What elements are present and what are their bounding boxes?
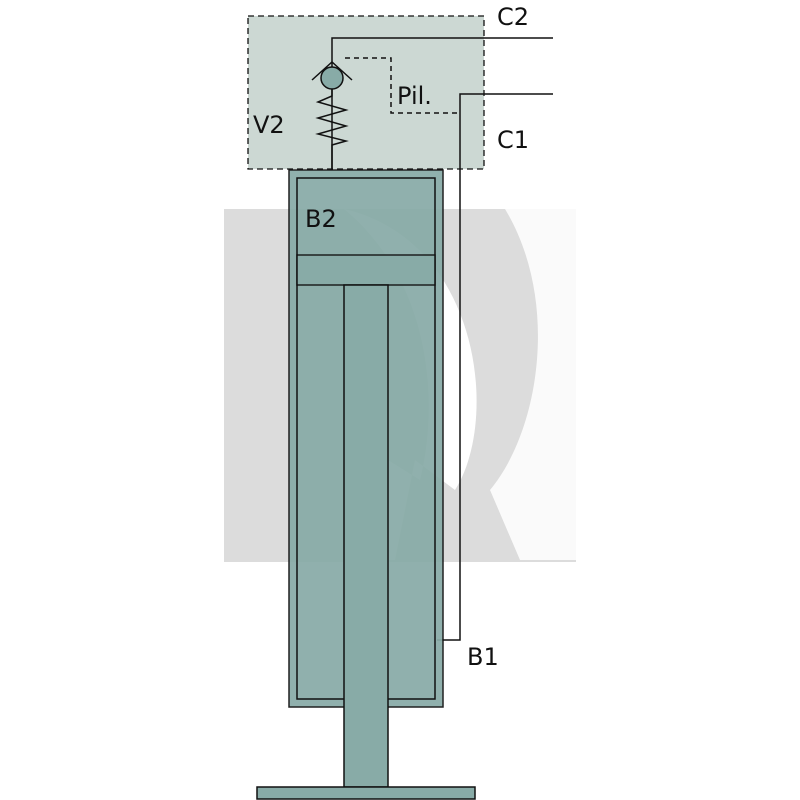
valve-block-v2 xyxy=(247,15,485,170)
line-c1-b1 xyxy=(437,93,553,641)
line-c2 xyxy=(331,37,553,170)
pilot-line xyxy=(345,57,460,114)
piston xyxy=(296,254,436,286)
watermark-stripe-right xyxy=(490,209,576,560)
label-c2: C2 xyxy=(497,3,529,31)
label-v2: V2 xyxy=(253,111,285,139)
foot-plate xyxy=(256,786,476,800)
piston-rod xyxy=(343,284,389,788)
label-c1: C1 xyxy=(497,126,529,154)
label-pilot: Pil. xyxy=(397,82,432,110)
label-b1: B1 xyxy=(467,643,499,671)
label-b2: B2 xyxy=(305,205,337,233)
spring-icon xyxy=(315,89,349,170)
